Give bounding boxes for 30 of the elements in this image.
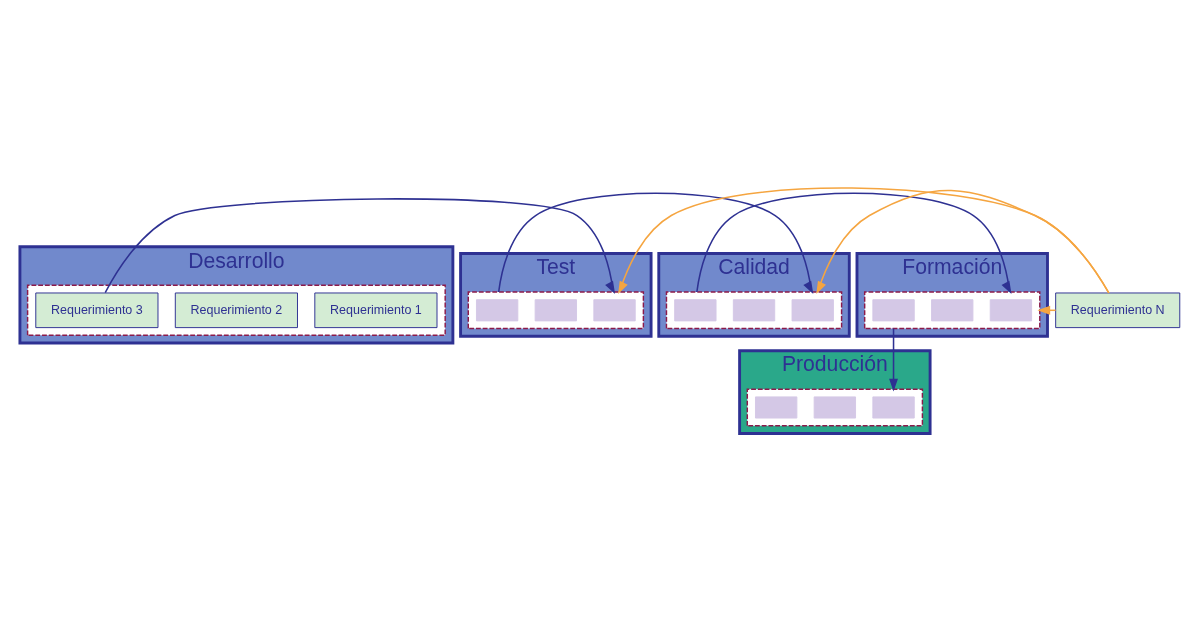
- node-box: [813, 395, 856, 419]
- node-box: Requerimiento 3: [35, 292, 159, 328]
- node-box: [931, 298, 974, 321]
- node-box: Requerimiento N: [1055, 292, 1181, 328]
- node-box: [534, 298, 577, 321]
- node-box: [674, 298, 717, 321]
- node-box: [475, 298, 519, 321]
- node-box: [791, 298, 834, 321]
- cluster: Producción: [738, 348, 932, 435]
- cluster: Calidad: [657, 251, 851, 338]
- cluster: Test: [459, 251, 653, 338]
- cluster: [746, 387, 924, 426]
- arrow: [104, 197, 616, 294]
- node-box: [732, 298, 776, 321]
- node-box: Requerimiento 1: [314, 292, 438, 328]
- arrow: [497, 191, 814, 294]
- node-box: [755, 395, 798, 419]
- node-box: [872, 395, 915, 419]
- cluster: [26, 284, 446, 336]
- arrow: [696, 191, 1012, 294]
- arrow: [618, 186, 1110, 294]
- node-box: [872, 298, 915, 321]
- cluster: [467, 290, 645, 329]
- cluster: [665, 290, 843, 329]
- node-box: [989, 298, 1033, 321]
- arrow: [816, 189, 1110, 294]
- cluster: [863, 290, 1041, 329]
- node-box: [593, 298, 636, 321]
- arrow: [889, 327, 898, 392]
- node-box: Requerimiento 2: [174, 292, 298, 328]
